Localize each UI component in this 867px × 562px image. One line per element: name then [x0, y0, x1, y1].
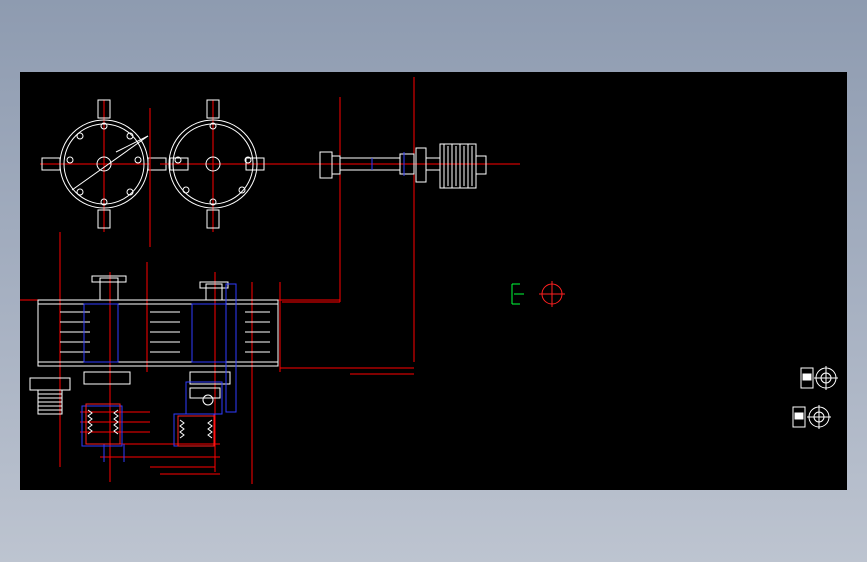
gearbox-drawing [20, 77, 838, 484]
flange-view-left [40, 99, 167, 232]
bearing-cap-detail [511, 281, 565, 307]
flange-view-right [149, 99, 290, 247]
detail-symbol-1 [800, 366, 838, 390]
gearbox-section-view [20, 232, 414, 484]
detail-symbol-2 [792, 405, 831, 429]
shaft-bellows-assembly [290, 77, 520, 362]
cad-model-space[interactable] [20, 72, 847, 490]
